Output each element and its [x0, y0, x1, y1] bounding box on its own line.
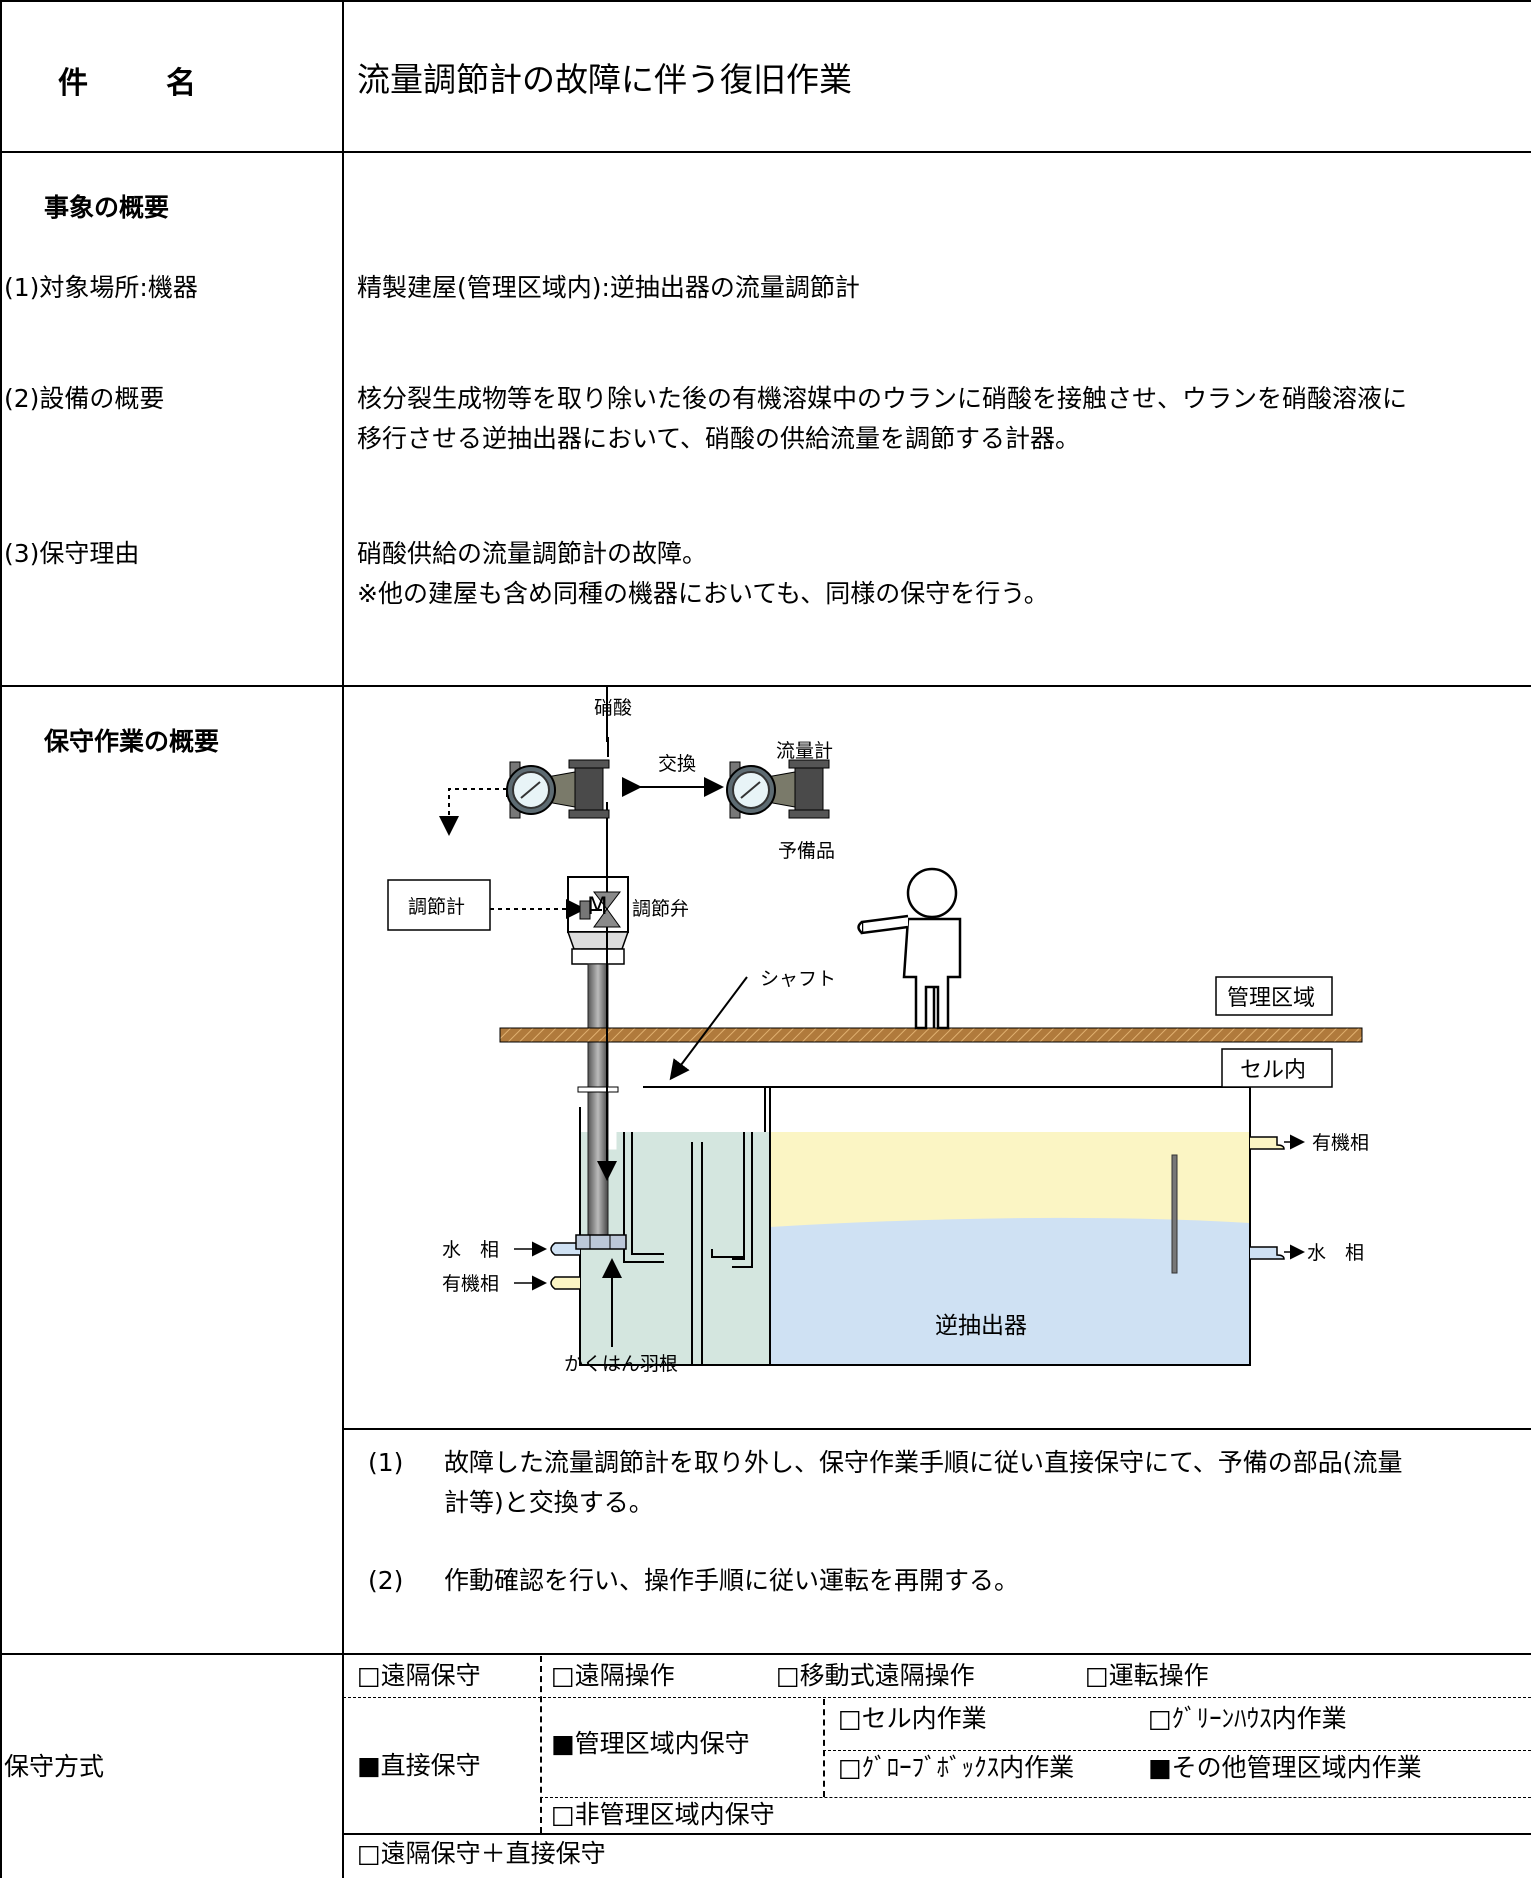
row-divider-3 [0, 1653, 1531, 1655]
page-title: 流量調節計の故障に伴う復旧作業 [357, 60, 852, 99]
step-2-number: (2) [368, 1566, 404, 1595]
label-flowmeter: 流量計 [776, 740, 833, 762]
label-impeller: かくはん羽根 [564, 1353, 678, 1375]
method-solid-bottom [343, 1833, 1531, 1835]
organic-phase [770, 1132, 1250, 1227]
step-1-line-1: 故障した流量調節計を取り外し、保守作業手順に従い直接保守にて、予備の部品(流量 [444, 1448, 1403, 1477]
step-1-number: (1) [368, 1448, 404, 1477]
controlled-area-maintenance-checkbox[interactable]: ■管理区域内保守 [551, 1729, 750, 1758]
equipment-line-1: 核分裂生成物等を取り除いた後の有機溶媒中のウランに硝酸を接触させ、ウランを硝酸溶… [357, 384, 1408, 413]
border-top [0, 0, 1531, 2]
spare-flowmeter [726, 759, 830, 819]
mobile-remote-operation-checkbox[interactable]: □移動式遠隔操作 [776, 1661, 975, 1690]
glovebox-work-checkbox[interactable]: □ｸﾞﾛｰﾌﾞﾎﾞｯｸｽ内作業 [838, 1753, 1075, 1782]
label-cell-inside: セル内 [1240, 1058, 1306, 1083]
label-organic-in: 有機相 [442, 1273, 499, 1295]
controller-box [387, 879, 491, 931]
row-divider-1 [0, 151, 1531, 153]
label-exchange: 交換 [658, 753, 696, 775]
reason-line-1: 硝酸供給の流量調節計の故障。 [357, 539, 708, 568]
label-spare: 予備品 [778, 840, 835, 862]
label-aqueous-out: 水 相 [1307, 1242, 1364, 1264]
label-aqueous-in: 水 相 [442, 1239, 499, 1261]
maintenance-heading: 保守作業の概要 [44, 727, 220, 756]
border-left [0, 0, 2, 1878]
method-dash-1 [343, 1697, 1531, 1698]
column-divider [342, 0, 344, 1878]
label-nitric-acid: 硝酸 [594, 697, 632, 719]
step-1-line-2: 計等)と交換する。 [444, 1488, 654, 1517]
label-shaft: シャフト [760, 968, 836, 990]
method-dash-3 [540, 1797, 1531, 1798]
row-divider-2 [0, 685, 1531, 687]
method-dash-v-2 [823, 1699, 825, 1797]
label-controlled-area: 管理区域 [1227, 986, 1315, 1011]
controlled-area-box [1215, 976, 1333, 1016]
method-dash-2 [823, 1750, 1531, 1751]
aqueous-phase [770, 1217, 1250, 1365]
label-control-valve: 調節弁 [632, 898, 689, 920]
label-extractor: 逆抽出器 [935, 1313, 1027, 1339]
floor-slab [499, 1027, 1363, 1043]
method-dash-v-1 [540, 1656, 542, 1833]
remote-plus-direct-checkbox[interactable]: □遠隔保守＋直接保守 [357, 1839, 606, 1868]
process-diagram: 硝酸 交換 流量計 予備品 調節計 調節弁 M シャフト 管理区域 セル内 有機… [387, 687, 1369, 1375]
equipment-line-2: 移行させる逆抽出器において、硝酸の供給流量を調節する計器。 [357, 424, 1081, 453]
step-2-text: 作動確認を行い、操作手順に従い運転を再開する。 [444, 1566, 1020, 1595]
cell-inside-box [1221, 1048, 1333, 1088]
operator-figure [857, 867, 962, 1030]
reason-line-2: ※他の建屋も含め同種の機器においても、同様の保守を行う。 [357, 579, 1049, 608]
greenhouse-work-checkbox[interactable]: □ｸﾞﾘｰﾝﾊｳｽ内作業 [1148, 1704, 1347, 1733]
reason-label: (3)保守理由 [4, 539, 140, 568]
remote-maintenance-checkbox[interactable]: □遠隔保守 [357, 1661, 481, 1690]
equipment-label: (2)設備の概要 [4, 384, 165, 413]
other-controlled-area-work-checkbox[interactable]: ■その他管理区域内作業 [1148, 1753, 1422, 1782]
label-motor: M [587, 892, 608, 920]
diagram-text-divider [342, 1428, 1531, 1430]
event-heading: 事象の概要 [44, 193, 170, 222]
installed-flowmeter [506, 759, 610, 819]
direct-maintenance-checkbox[interactable]: ■直接保守 [357, 1751, 481, 1780]
cell-work-checkbox[interactable]: □セル内作業 [838, 1704, 987, 1733]
location-label: (1)対象場所:機器 [4, 273, 198, 302]
header-label-char2: 名 [166, 66, 196, 101]
extractor-tank [550, 1086, 1285, 1366]
remote-operation-checkbox[interactable]: □遠隔操作 [551, 1661, 675, 1690]
label-organic-out: 有機相 [1312, 1132, 1369, 1154]
run-operation-checkbox[interactable]: □運転操作 [1085, 1661, 1209, 1690]
control-valve [579, 891, 622, 928]
method-label: 保守方式 [4, 1752, 105, 1781]
location-value: 精製建屋(管理区域内):逆抽出器の流量調節計 [357, 273, 860, 302]
header-label-char1: 件 [58, 66, 88, 101]
non-controlled-area-checkbox[interactable]: □非管理区域内保守 [551, 1800, 775, 1829]
label-controller: 調節計 [408, 896, 465, 918]
